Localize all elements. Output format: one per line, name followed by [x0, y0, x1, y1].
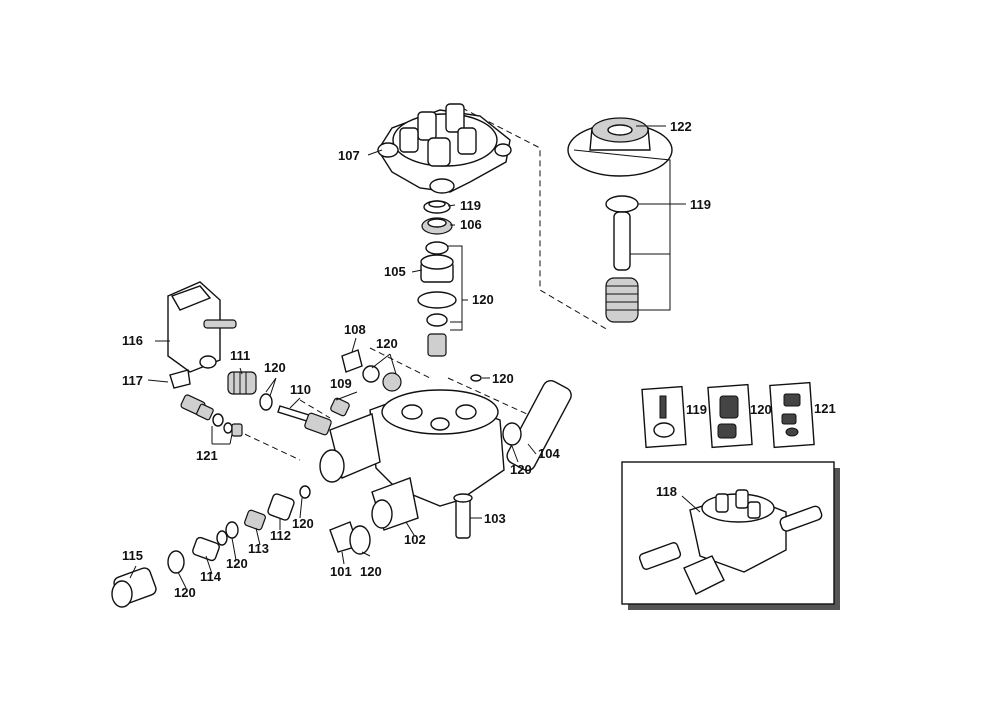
leader-lines	[129, 125, 701, 589]
label-119-b: 119	[690, 197, 711, 212]
label-119-c: 119	[686, 402, 707, 417]
label-108: 108	[344, 322, 366, 337]
label-120-h: 120	[226, 556, 248, 571]
part-111-fitting[interactable]	[227, 371, 257, 395]
label-120-f: 120	[360, 564, 382, 579]
label-120-i: 120	[174, 585, 196, 600]
label-121-a: 121	[196, 448, 218, 463]
part-labels: 107 119 106 105 120 122 119 116 117 111 …	[122, 119, 836, 600]
label-118: 118	[656, 484, 677, 499]
label-114: 114	[200, 569, 222, 584]
label-120-a: 120	[472, 292, 494, 307]
part-101-plug[interactable]	[329, 521, 371, 555]
label-120-g: 120	[292, 516, 314, 531]
label-120-e: 120	[510, 462, 532, 477]
part-122-plunger-assembly[interactable]	[567, 117, 673, 323]
label-115: 115	[122, 548, 143, 563]
label-113: 113	[248, 541, 269, 556]
dashed-guides	[235, 107, 609, 461]
label-107: 107	[338, 148, 360, 163]
label-111: 111	[230, 348, 250, 363]
label-112: 112	[270, 528, 291, 543]
label-120-c: 120	[376, 336, 398, 351]
label-106: 106	[460, 217, 482, 232]
label-109: 109	[330, 376, 352, 391]
part-110-valve-rod[interactable]	[277, 405, 332, 436]
label-116: 116	[122, 333, 143, 348]
part-102-manifold[interactable]	[319, 389, 505, 531]
label-105: 105	[384, 264, 406, 279]
label-110: 110	[290, 382, 311, 397]
part-121-nipple[interactable]	[180, 394, 243, 437]
part-115-fitting[interactable]	[111, 566, 158, 608]
service-kit-120[interactable]	[707, 383, 753, 449]
part-108-plug[interactable]	[341, 349, 402, 392]
part-104-tube[interactable]	[502, 378, 574, 473]
label-103: 103	[484, 511, 506, 526]
label-102: 102	[404, 532, 426, 547]
label-121-b: 121	[814, 401, 836, 416]
label-117: 117	[122, 373, 143, 388]
o-rings-left[interactable]	[167, 365, 482, 574]
part-107-pump-head[interactable]	[377, 103, 512, 194]
label-104: 104	[538, 446, 560, 461]
valve-stack[interactable]	[417, 200, 457, 357]
parts-112-113[interactable]	[244, 493, 295, 531]
label-120-d: 120	[492, 371, 514, 386]
part-103-bolt[interactable]	[453, 493, 473, 539]
label-120-b: 120	[264, 360, 286, 375]
part-114-valve[interactable]	[192, 536, 221, 562]
part-116-cover[interactable]	[167, 281, 237, 373]
label-120-j: 120	[750, 402, 772, 417]
part-109-spring[interactable]	[330, 397, 350, 417]
service-kit-119[interactable]	[641, 385, 687, 449]
label-122: 122	[670, 119, 692, 134]
label-119-a: 119	[460, 198, 481, 213]
part-117-clip[interactable]	[169, 369, 191, 389]
inset-118-complete-pump[interactable]	[621, 461, 840, 610]
label-101: 101	[330, 564, 352, 579]
service-kit-121[interactable]	[769, 381, 815, 449]
